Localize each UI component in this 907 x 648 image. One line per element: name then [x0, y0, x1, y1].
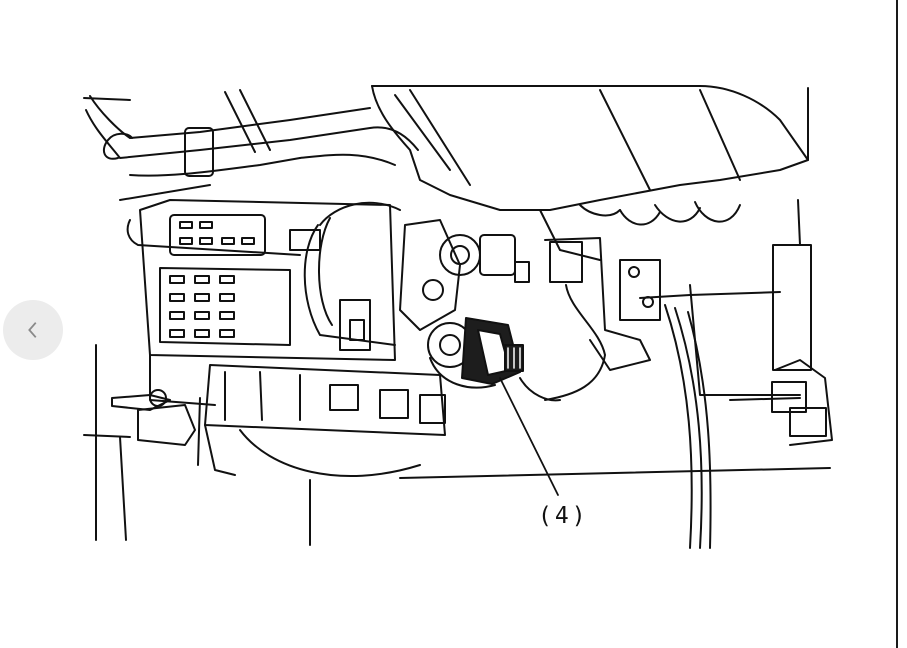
- previous-image-button[interactable]: [3, 300, 63, 360]
- viewer-edge: [896, 0, 898, 648]
- left-connector: [111, 389, 201, 466]
- upper-wire-harness: [85, 89, 419, 201]
- dashboard-housing: [371, 85, 809, 261]
- loop-wire: [303, 201, 401, 346]
- callout-label-4: (4): [538, 503, 589, 529]
- right-bracket: [519, 237, 801, 549]
- chevron-left-icon: [28, 322, 37, 338]
- relay-block: [204, 364, 446, 477]
- bracket-relays: [399, 219, 530, 368]
- connector-4: [429, 317, 524, 389]
- scene-edges: [83, 97, 831, 546]
- callout-leader-line: [499, 377, 559, 496]
- fuse-box: [126, 199, 396, 406]
- right-fittings: [771, 199, 833, 446]
